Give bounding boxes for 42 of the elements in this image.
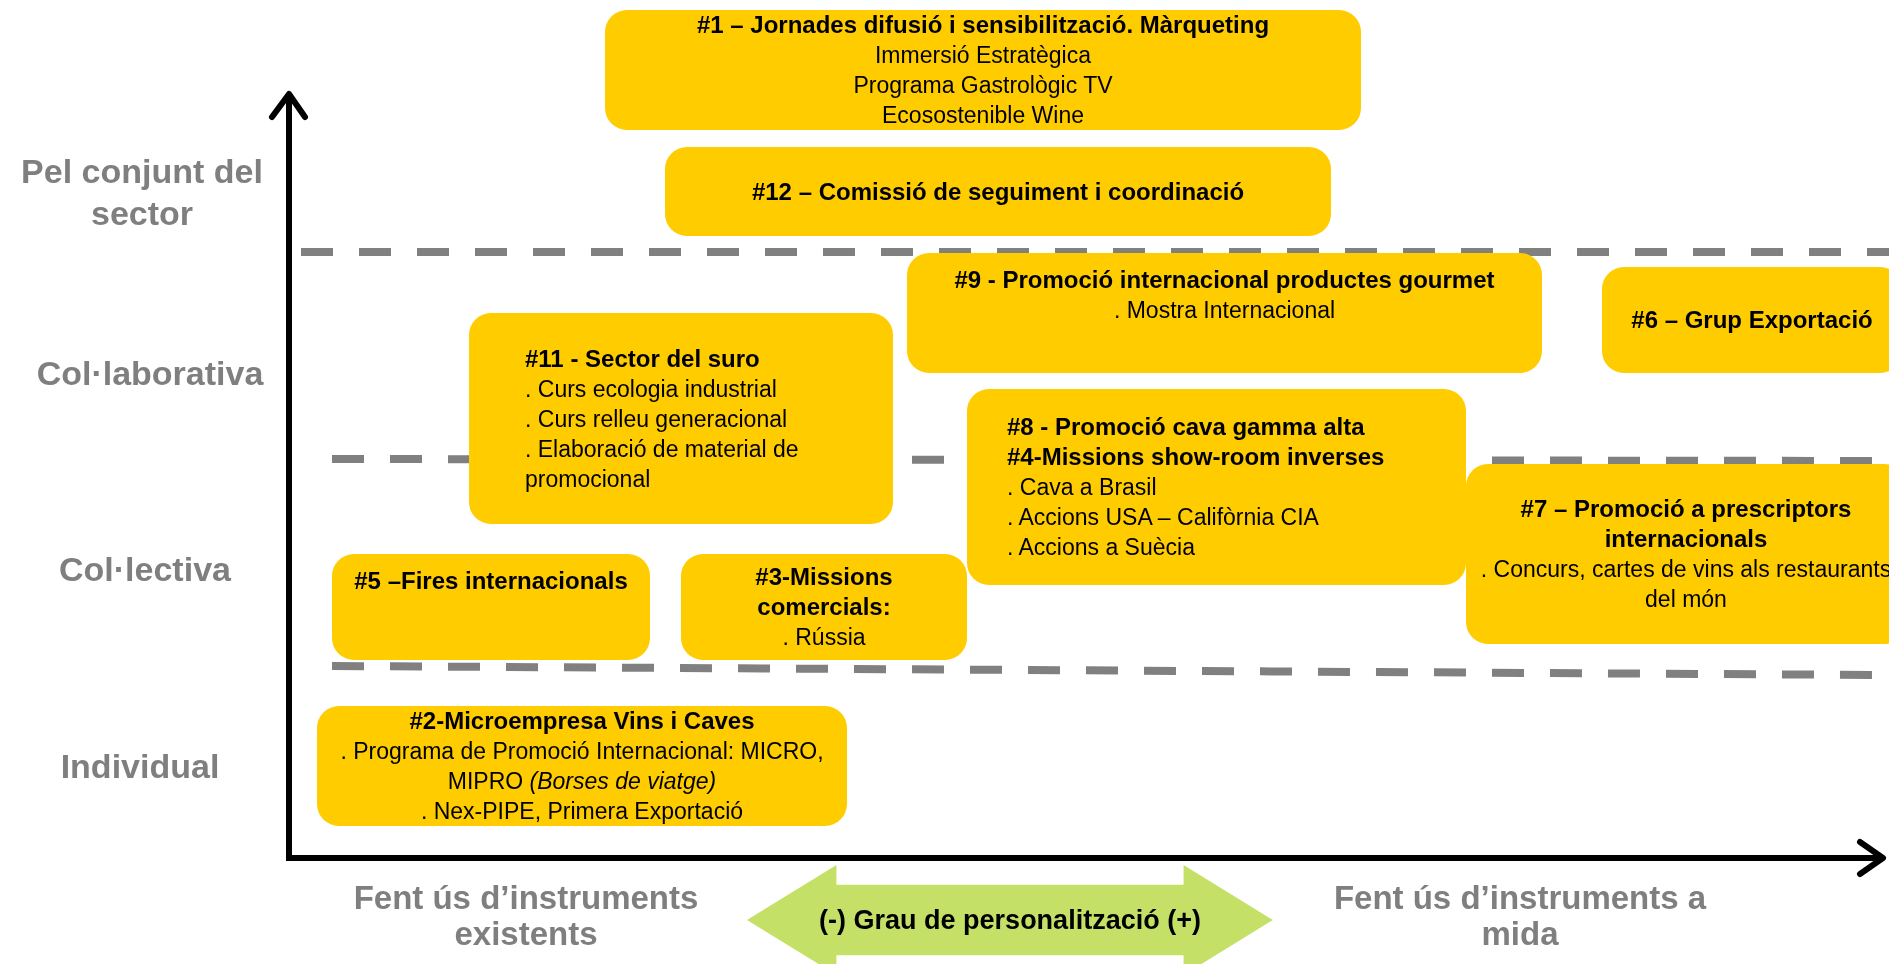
row-label: Col·lectiva [58,549,232,590]
row-label: Col·laborativa [35,353,265,394]
initiative-box [605,10,1361,130]
box-item: . Cava a Brasil [1007,473,1158,502]
box-item: . Rússia [781,623,867,652]
box-heading: #9 - Promoció internacional productes gourmet [953,265,1496,295]
box-heading: #11 - Sector del suro [525,343,761,374]
box-item: . Elaboració de material de promocional [525,434,800,494]
initiative-box [317,706,847,826]
axis-label: Fent ús d’instruments a mida [1332,880,1708,952]
box-heading: #12 – Comissió de seguiment i coordinació [750,176,1246,207]
box-item: . Curs ecologia industrial [525,374,778,404]
box-heading: #7 – Promoció a prescriptors internacionals [1519,494,1853,554]
box-item: . Accions a Suècia [1007,533,1196,562]
initiative-box [332,554,650,660]
initiative-box [1466,464,1889,644]
box-item: . Nex-PIPE, Primera Exportació [419,797,745,826]
box-item: Ecosostenible Wine [881,101,1085,130]
box-item: . Mostra Internacional [1112,296,1337,325]
box-heading: #8 - Promoció cava gamma alta [1007,412,1366,442]
row-label: Individual [59,746,221,787]
box-heading: #3-Missions comercials: [754,562,894,622]
initiative-box [469,313,893,524]
initiative-box [665,147,1331,236]
double-arrow [747,865,1273,964]
initiative-box [681,554,967,660]
initiative-box [907,253,1542,373]
initiative-box [1602,267,1889,373]
row-label: Pel conjunt del sector [20,151,264,234]
arrow-label: (-) Grau de personalització (+) [819,904,1201,936]
box-heading: #1 – Jornades difusió i sensibilització. Màrqueting [695,10,1271,40]
box-item: . Programa de Promoció Internacional: MICRO, MIPRO (Borses de viatge) [339,737,825,796]
box-item: . Accions USA – Califòrnia CIA [1007,503,1320,532]
axis-label: Fent ús d’instruments existents [352,880,700,952]
box-heading: #5 –Fires internacionals [353,566,629,596]
box-heading: #6 – Grup Exportació [1630,305,1874,335]
box-item: . Curs relleu generacional [525,404,789,434]
box-item: Immersió Estratègica [874,41,1092,70]
box-heading: #2-Microempresa Vins i Caves [408,706,756,736]
initiative-box [967,389,1466,585]
box-heading: #4-Missions show-room inverses [1007,442,1386,472]
box-item: Programa Gastrològic TV [852,71,1114,100]
